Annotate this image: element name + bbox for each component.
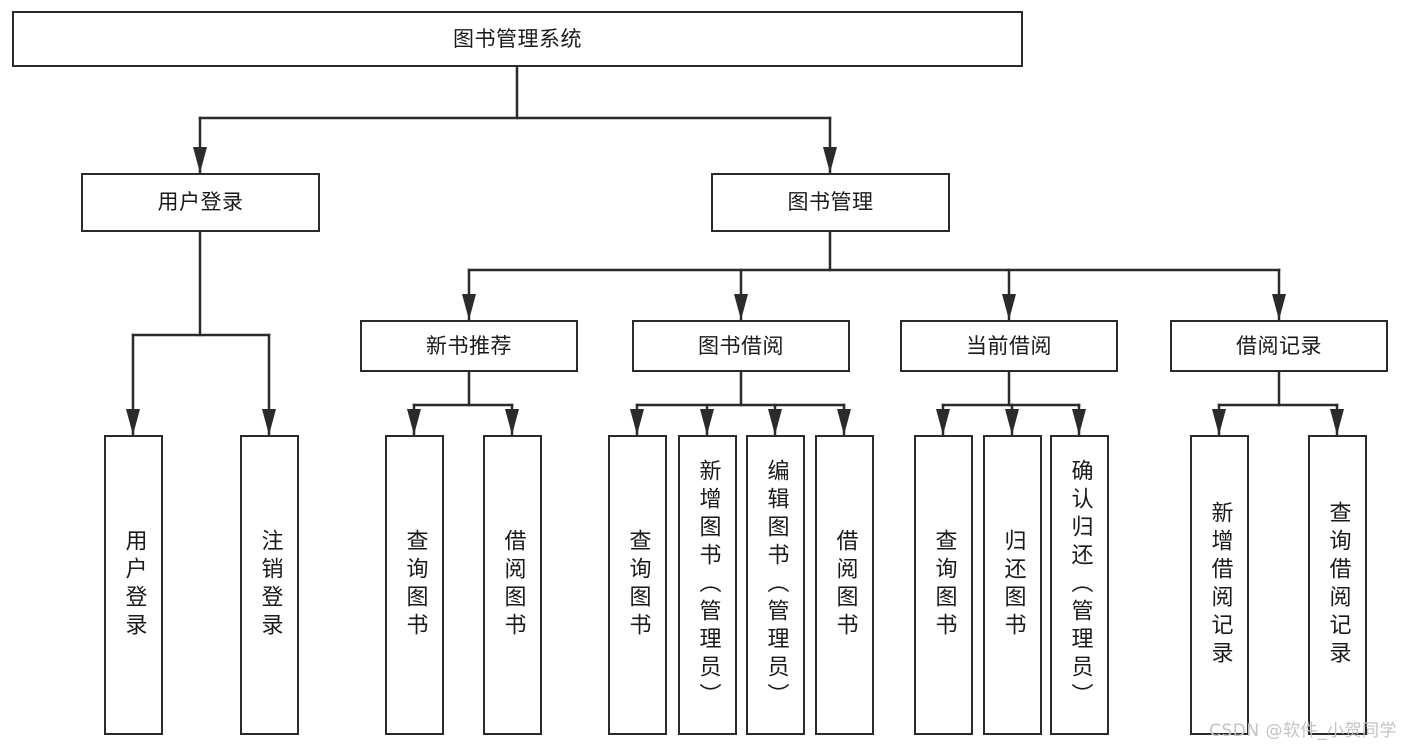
connector-user-login-to-leaves-arrow-1: [262, 409, 276, 435]
node-label-root: 图书管理系统: [453, 26, 582, 51]
node-leaf-add-record[interactable]: 新增借阅记录: [1190, 435, 1249, 735]
connector-new-book-rec-to-leaves-arrow-1: [505, 409, 519, 435]
connector-root-to-level1-arrow-1: [823, 147, 837, 173]
node-label-leaf-query-book-current: 查询图书: [931, 529, 957, 641]
node-leaf-add-book[interactable]: 新增图书（管理员）: [678, 435, 737, 735]
node-label-borrow-record: 借阅记录: [1236, 333, 1322, 358]
node-leaf-query-record[interactable]: 查询借阅记录: [1308, 435, 1367, 735]
connector-user-login-to-leaves-arrow-0: [126, 409, 140, 435]
node-leaf-user-login[interactable]: 用户登录: [104, 435, 163, 735]
node-label-leaf-query-book-borrow: 查询图书: [625, 529, 651, 641]
connector-book-manage-to-level2-arrow-1: [734, 294, 748, 320]
node-label-leaf-user-login: 用户登录: [121, 529, 147, 641]
node-current-borrow[interactable]: 当前借阅: [900, 320, 1118, 372]
node-label-leaf-query-record: 查询借阅记录: [1325, 501, 1351, 669]
node-leaf-query-book-borrow[interactable]: 查询图书: [608, 435, 667, 735]
connector-book-manage-to-level2-arrow-3: [1272, 294, 1286, 320]
connector-current-borrow-to-leaves-arrow-1: [1005, 409, 1019, 435]
node-label-leaf-query-book-rec: 查询图书: [402, 529, 428, 641]
node-label-leaf-user-logout: 注销登录: [257, 529, 283, 641]
node-label-book-borrow: 图书借阅: [698, 333, 784, 358]
node-label-leaf-return-book: 归还图书: [1000, 529, 1026, 641]
node-leaf-user-logout[interactable]: 注销登录: [240, 435, 299, 735]
connector-book-borrow-to-leaves-arrow-3: [837, 409, 851, 435]
node-label-leaf-confirm-return: 确认归还（管理员）: [1067, 459, 1093, 711]
node-book-manage[interactable]: 图书管理: [711, 173, 950, 232]
node-label-leaf-add-book: 新增图书（管理员）: [695, 459, 721, 711]
node-leaf-borrow-book[interactable]: 借阅图书: [815, 435, 874, 735]
node-label-leaf-borrow-book: 借阅图书: [832, 529, 858, 641]
node-label-current-borrow: 当前借阅: [966, 333, 1052, 358]
node-root[interactable]: 图书管理系统: [12, 11, 1023, 67]
node-label-user-login: 用户登录: [157, 190, 244, 214]
connector-root-to-level1-arrow-0: [193, 147, 207, 173]
node-leaf-borrow-book-rec[interactable]: 借阅图书: [483, 435, 542, 735]
connector-book-manage-to-level2-arrow-0: [462, 294, 476, 320]
connector-book-borrow-to-leaves-arrow-2: [768, 409, 782, 435]
node-leaf-query-book-current[interactable]: 查询图书: [914, 435, 973, 735]
connector-book-borrow-to-leaves-arrow-0: [630, 409, 644, 435]
connector-book-borrow-to-leaves-arrow-1: [700, 409, 714, 435]
node-leaf-return-book[interactable]: 归还图书: [983, 435, 1042, 735]
node-label-leaf-add-record: 新增借阅记录: [1207, 501, 1233, 669]
node-leaf-edit-book[interactable]: 编辑图书（管理员）: [746, 435, 805, 735]
node-label-book-manage: 图书管理: [787, 190, 874, 214]
node-user-login[interactable]: 用户登录: [81, 173, 320, 232]
node-leaf-query-book-rec[interactable]: 查询图书: [385, 435, 444, 735]
node-new-book-rec[interactable]: 新书推荐: [360, 320, 578, 372]
node-label-leaf-borrow-book-rec: 借阅图书: [500, 529, 526, 641]
connector-book-manage-to-level2-arrow-2: [1002, 294, 1016, 320]
node-book-borrow[interactable]: 图书借阅: [632, 320, 850, 372]
connector-new-book-rec-to-leaves-arrow-0: [407, 409, 421, 435]
connector-current-borrow-to-leaves-arrow-2: [1072, 409, 1086, 435]
connector-borrow-record-to-leaves-arrow-0: [1212, 409, 1226, 435]
connector-borrow-record-to-leaves-arrow-1: [1330, 409, 1344, 435]
node-leaf-confirm-return[interactable]: 确认归还（管理员）: [1050, 435, 1109, 735]
connector-current-borrow-to-leaves-arrow-0: [936, 409, 950, 435]
node-label-new-book-rec: 新书推荐: [426, 333, 512, 358]
node-label-leaf-edit-book: 编辑图书（管理员）: [763, 459, 789, 711]
node-borrow-record[interactable]: 借阅记录: [1170, 320, 1388, 372]
